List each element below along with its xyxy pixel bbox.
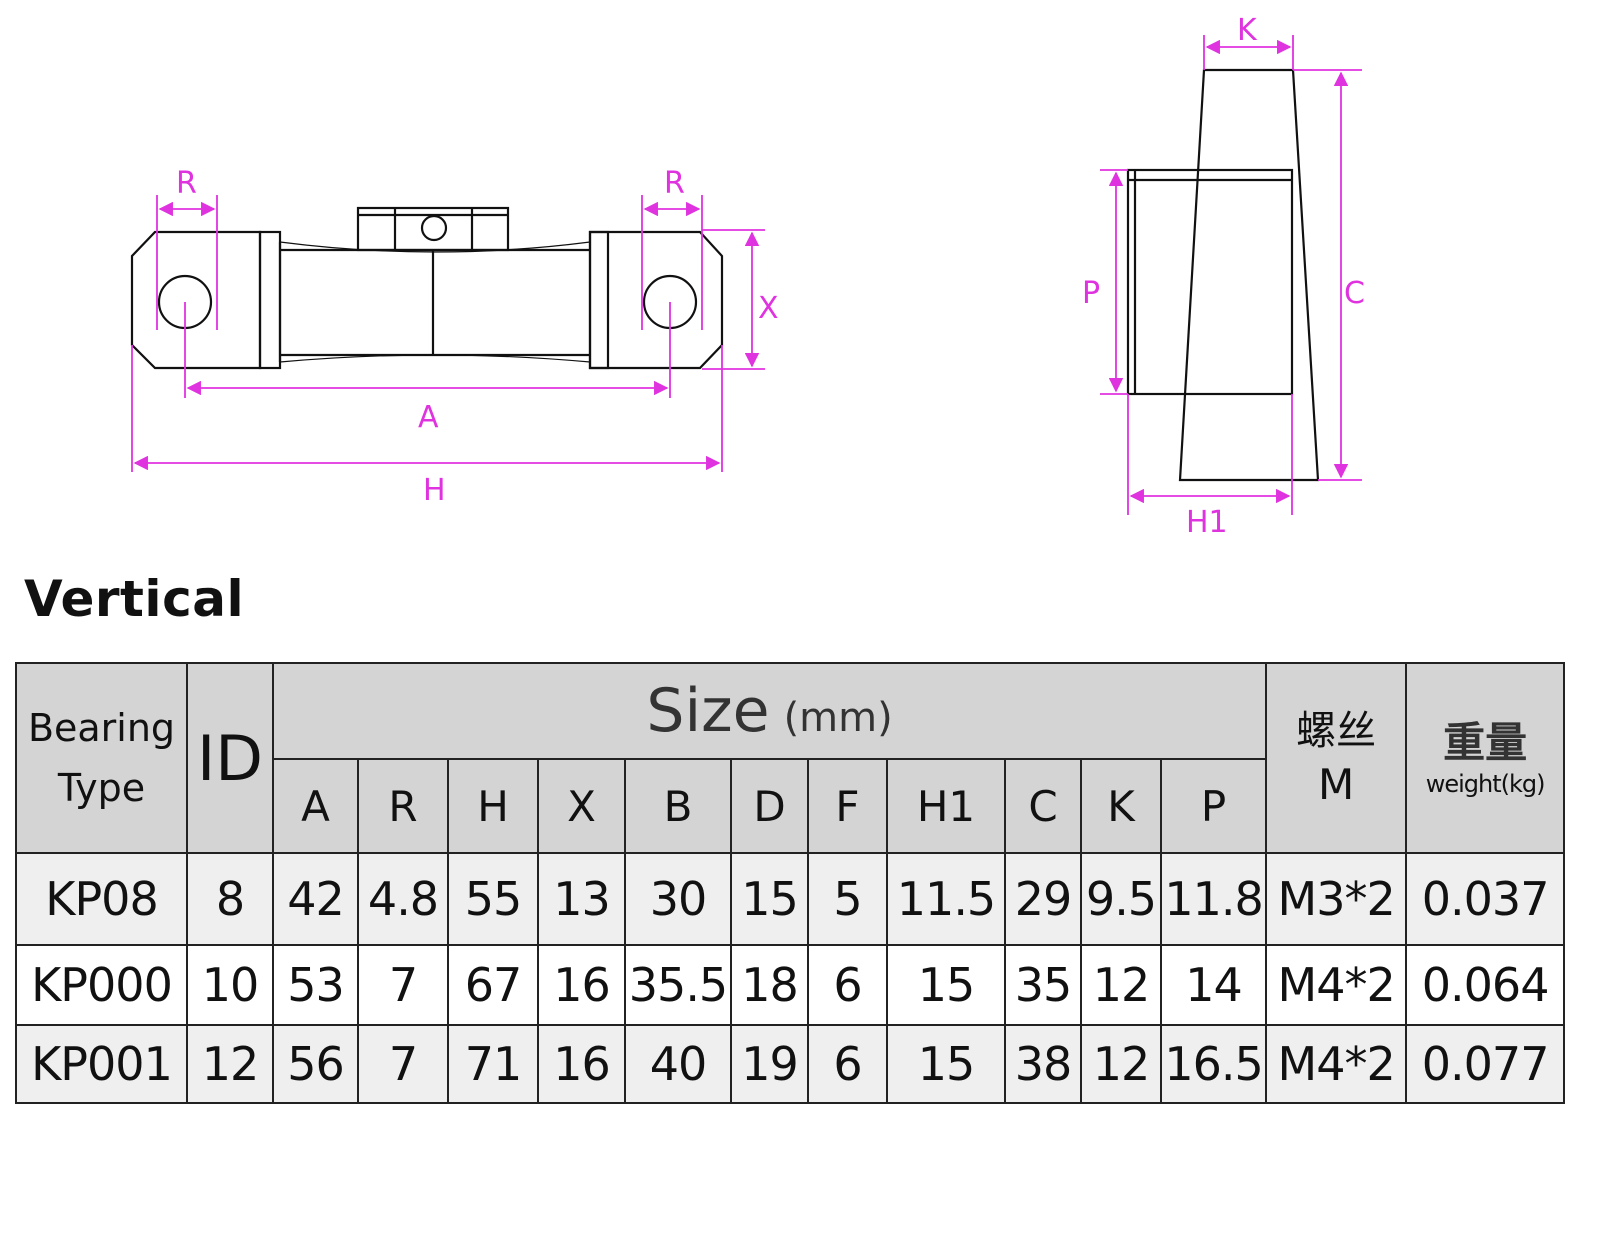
dim-label-r-left: R <box>176 166 197 201</box>
header-col-r: R <box>357 758 449 854</box>
spec-table: Bearing Type ID Size (mm) 螺丝 M 重量 weight(… <box>15 662 1566 1104</box>
dim-label-h: H <box>423 473 446 508</box>
cell-a: 42 <box>272 852 359 946</box>
cell-p: 16.5 <box>1159 1024 1268 1104</box>
cell-f: 6 <box>807 944 888 1026</box>
cell-b: 30 <box>624 852 732 946</box>
table-row: KP08 8 42 4.8 55 13 30 15 5 11.5 29 9.5 … <box>15 852 1566 946</box>
cell-screw: M4*2 <box>1265 944 1408 1026</box>
cell-d: 15 <box>730 852 809 946</box>
header-col-a: A <box>272 758 359 854</box>
header-weight-cn: 重量 <box>1443 718 1528 767</box>
header-bearing-type: Bearing Type <box>15 662 188 854</box>
header-bearing-line2: Type <box>57 766 146 810</box>
cell-c: 35 <box>1004 944 1082 1026</box>
header-screw-cn: 螺丝 <box>1296 708 1377 754</box>
cell-d: 19 <box>730 1024 809 1104</box>
cell-p: 11.8 <box>1159 852 1268 946</box>
cell-b: 40 <box>624 1024 732 1104</box>
header-size-unit: (mm) <box>783 695 893 741</box>
cell-d: 18 <box>730 944 809 1026</box>
header-screw-en: M <box>1318 760 1355 809</box>
cell-c: 29 <box>1004 852 1082 946</box>
cell-type: KP001 <box>15 1024 188 1104</box>
table-row: KP000 10 53 7 67 16 35.5 18 6 15 35 12 1… <box>15 944 1566 1026</box>
cell-h1: 15 <box>886 1024 1006 1104</box>
header-size-label: Size <box>646 676 770 746</box>
cell-h: 55 <box>447 852 539 946</box>
cell-f: 5 <box>807 852 888 946</box>
header-col-c: C <box>1004 758 1082 854</box>
dim-label-x: X <box>758 291 779 326</box>
header-bearing-line1: Bearing <box>27 706 176 750</box>
dim-label-c: C <box>1344 276 1365 311</box>
cell-weight: 0.037 <box>1405 852 1566 946</box>
front-view-drawing <box>130 206 724 370</box>
header-col-f: F <box>807 758 888 854</box>
side-view-drawing <box>1126 68 1320 482</box>
cell-f: 6 <box>807 1024 888 1104</box>
cell-r: 4.8 <box>357 852 449 946</box>
header-col-h1: H1 <box>886 758 1006 854</box>
cell-h1: 15 <box>886 944 1006 1026</box>
cell-weight: 0.077 <box>1405 1024 1566 1104</box>
cell-r: 7 <box>357 944 449 1026</box>
header-weight: 重量 weight(kg) <box>1405 662 1566 854</box>
header-size-group: Size (mm) <box>271 662 1268 760</box>
cell-p: 14 <box>1159 944 1268 1026</box>
dim-label-a: A <box>418 400 439 435</box>
cell-h1: 11.5 <box>886 852 1006 946</box>
header-weight-en: weight(kg) <box>1425 770 1546 798</box>
cell-h: 67 <box>447 944 539 1026</box>
cell-id: 12 <box>186 1024 274 1104</box>
dim-label-h1: H1 <box>1186 505 1228 540</box>
cell-type: KP08 <box>15 852 188 946</box>
header-id: ID <box>186 662 274 854</box>
side-view-dimensions <box>1100 35 1362 515</box>
dim-label-p: P <box>1082 276 1100 311</box>
cell-k: 9.5 <box>1080 852 1162 946</box>
header-col-h: H <box>447 758 539 854</box>
cell-a: 53 <box>272 944 359 1026</box>
technical-drawings: R R X A H <box>0 0 1600 560</box>
header-col-k: K <box>1080 758 1162 854</box>
cell-id: 8 <box>186 852 274 946</box>
cell-c: 38 <box>1004 1024 1082 1104</box>
cell-h: 71 <box>447 1024 539 1104</box>
table-row: KP001 12 56 7 71 16 40 19 6 15 38 12 16.… <box>15 1024 1566 1104</box>
header-col-b: B <box>624 758 732 854</box>
header-col-x: X <box>537 758 626 854</box>
header-col-p: P <box>1159 758 1268 854</box>
cell-x: 13 <box>537 852 626 946</box>
cell-screw: M3*2 <box>1265 852 1408 946</box>
cell-k: 12 <box>1080 944 1162 1026</box>
cell-x: 16 <box>537 1024 626 1104</box>
section-heading: Vertical <box>24 570 245 628</box>
cell-weight: 0.064 <box>1405 944 1566 1026</box>
header-col-d: D <box>730 758 809 854</box>
cell-id: 10 <box>186 944 274 1026</box>
dim-label-r-right: R <box>664 166 685 201</box>
front-view-dimensions <box>131 195 765 472</box>
dim-label-k: K <box>1237 13 1258 48</box>
cell-r: 7 <box>357 1024 449 1104</box>
cell-type: KP000 <box>15 944 188 1026</box>
header-screw: 螺丝 M <box>1265 662 1408 854</box>
cell-a: 56 <box>272 1024 359 1104</box>
cell-screw: M4*2 <box>1265 1024 1408 1104</box>
cell-k: 12 <box>1080 1024 1162 1104</box>
cell-b: 35.5 <box>624 944 732 1026</box>
cell-x: 16 <box>537 944 626 1026</box>
